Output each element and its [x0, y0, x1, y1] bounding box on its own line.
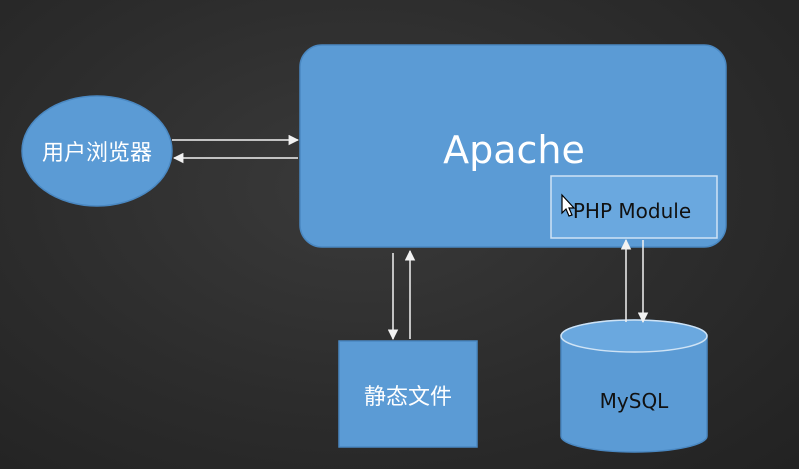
static-files-box	[338, 340, 478, 448]
mysql-label: MySQL	[600, 389, 670, 413]
browser-node	[21, 95, 173, 207]
mysql-cylinder	[560, 319, 708, 453]
php-module-label: PHP Module	[573, 199, 691, 223]
apache-label: Apache	[443, 128, 585, 172]
cursor-icon	[561, 193, 576, 217]
php-module-box	[550, 175, 718, 239]
browser-label: 用户浏览器	[42, 141, 152, 166]
static-files-label: 静态文件	[364, 385, 452, 410]
